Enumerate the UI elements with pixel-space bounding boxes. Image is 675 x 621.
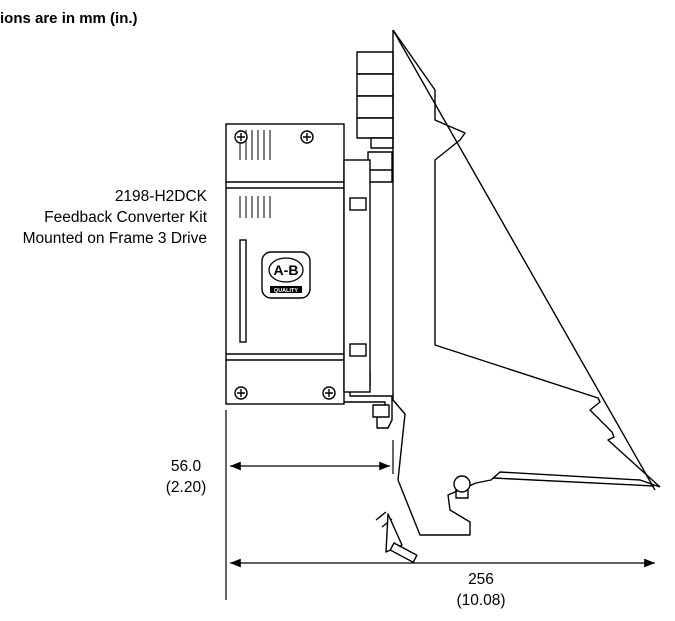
connector-block-3 [356,95,394,119]
connector-block-2 [356,73,394,97]
connector-block-4 [356,117,394,139]
kit-indicator-slot [239,239,247,343]
allen-bradley-logo: A-B QUALITY [261,251,311,299]
drive-rear-line [492,477,655,487]
kit-callout-label: 2198-H2DCK Feedback Converter Kit Mounte… [23,186,207,249]
drive-outline [392,29,661,536]
dimension-label-kit-width: 56.0 (2.20) [160,456,212,498]
drive-side-profile [342,29,661,563]
logo-tagline: QUALITY [274,288,298,294]
dimensions-note: ions are in mm (in.) [0,10,138,27]
kit-side-plate [343,159,371,393]
logo-letters: A-B [274,262,299,278]
bracket-nut [372,404,390,418]
dimension-overall-mm: 256 [468,571,494,588]
extension-lines [225,410,394,600]
callout-part-number: 2198-H2DCK [114,188,207,205]
cable-exit [367,151,393,183]
connector-block-1 [356,51,394,75]
kit-screws [234,130,336,400]
callout-mounting: Mounted on Frame 3 Drive [22,230,207,247]
dimension-kit-width-in: (2.20) [165,479,207,496]
callout-description: Feedback Converter Kit [44,209,207,226]
connector-tab [370,137,394,149]
dimension-kit-width-mm: 56.0 [170,458,202,475]
dimension-label-overall: 256 (10.08) [436,569,526,611]
mounting-screw [375,511,418,563]
drive-outer-edge [392,29,656,491]
dimension-overall-in: (10.08) [456,592,506,609]
ground-stud [453,475,471,493]
